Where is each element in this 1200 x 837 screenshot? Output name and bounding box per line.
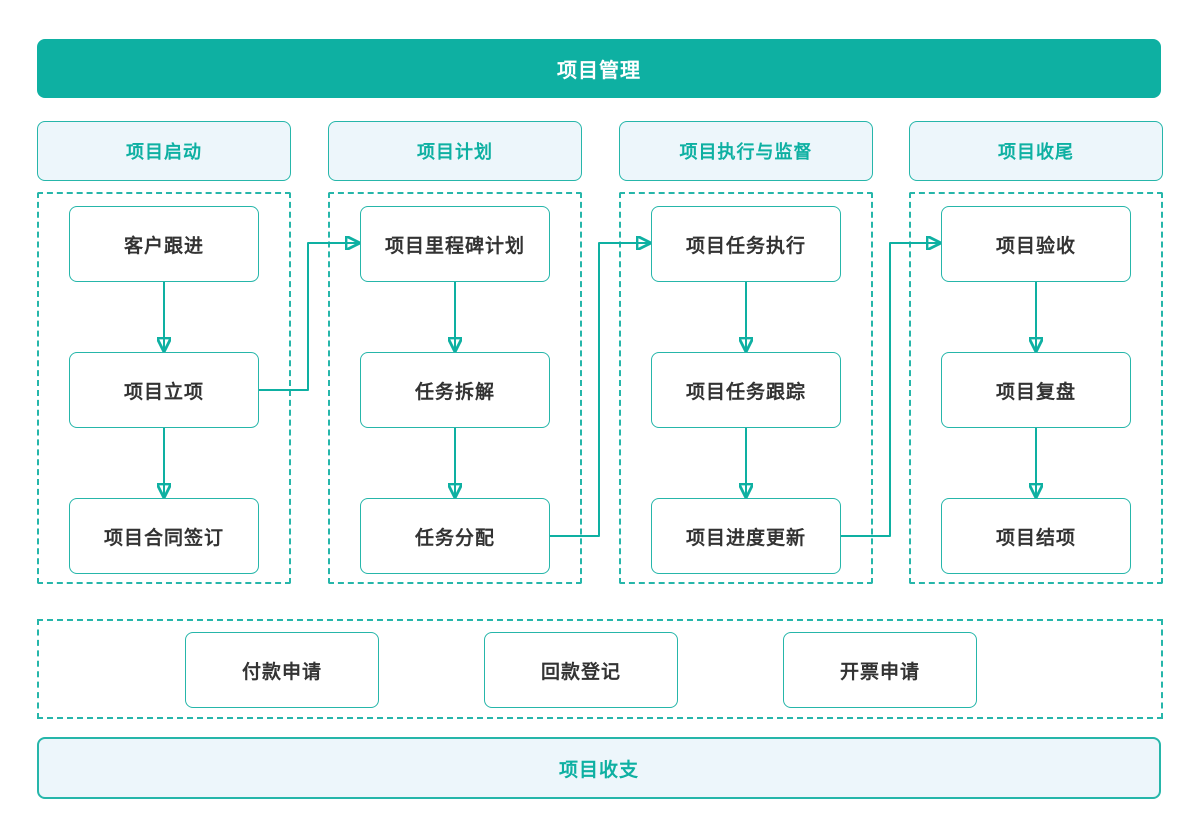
node-label: 回款登记 (540, 661, 621, 683)
node-label: 项目进度更新 (685, 527, 806, 549)
node-customer-follow-up: 客户跟进 (69, 206, 259, 282)
node-payment-request: 付款申请 (185, 632, 379, 708)
node-label: 付款申请 (241, 661, 322, 683)
node-task-tracking: 项目任务跟踪 (651, 352, 841, 428)
node-progress-update: 项目进度更新 (651, 498, 841, 574)
node-label: 项目复盘 (995, 381, 1076, 403)
node-label: 项目里程碑计划 (384, 235, 525, 257)
node-receipt-registration: 回款登记 (484, 632, 678, 708)
top-banner: 项目管理 (37, 39, 1161, 98)
column-header-project-closure: 项目收尾 (909, 121, 1163, 181)
node-label: 任务分配 (414, 527, 495, 549)
node-label: 项目任务跟踪 (685, 381, 806, 403)
column-header-project-execution-supervision: 项目执行与监督 (619, 121, 873, 181)
node-project-review: 项目复盘 (941, 352, 1131, 428)
node-task-assignment: 任务分配 (360, 498, 550, 574)
node-milestone-plan: 项目里程碑计划 (360, 206, 550, 282)
node-label: 任务拆解 (414, 381, 495, 403)
node-label: 客户跟进 (123, 235, 204, 257)
node-contract-signing: 项目合同签订 (69, 498, 259, 574)
column-header-label: 项目执行与监督 (679, 142, 813, 162)
node-task-breakdown: 任务拆解 (360, 352, 550, 428)
column-header-project-planning: 项目计划 (328, 121, 582, 181)
top-banner-title: 项目管理 (557, 60, 641, 82)
node-label: 项目立项 (123, 381, 204, 403)
lane-finance (37, 619, 1163, 719)
node-project-acceptance: 项目验收 (941, 206, 1131, 282)
node-invoice-request: 开票申请 (783, 632, 977, 708)
node-task-execution: 项目任务执行 (651, 206, 841, 282)
node-project-closing: 项目结项 (941, 498, 1131, 574)
column-header-label: 项目收尾 (998, 142, 1074, 162)
column-header-label: 项目启动 (126, 142, 202, 162)
node-label: 项目结项 (995, 527, 1076, 549)
node-label: 项目任务执行 (685, 235, 806, 257)
column-header-label: 项目计划 (417, 142, 493, 162)
node-label: 项目合同签订 (103, 527, 224, 549)
column-header-project-initiation: 项目启动 (37, 121, 291, 181)
bottom-banner-title: 项目收支 (558, 759, 639, 781)
node-label: 项目验收 (995, 235, 1076, 257)
node-label: 开票申请 (839, 661, 920, 683)
node-project-approval: 项目立项 (69, 352, 259, 428)
bottom-banner: 项目收支 (37, 737, 1161, 799)
